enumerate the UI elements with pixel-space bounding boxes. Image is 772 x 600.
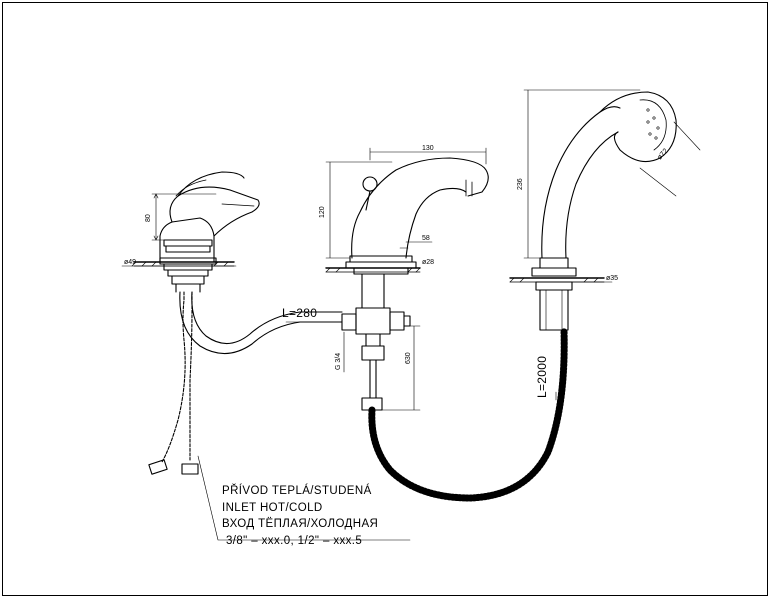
dim-spout-offset: 58	[422, 235, 430, 242]
counter-right	[509, 277, 605, 283]
note-line-czech: PŘÍVOD TEPLÁ/STUDENÁ	[222, 484, 372, 497]
supply-hoses	[148, 291, 199, 475]
shower-hose	[368, 326, 568, 502]
connecting-hose	[179, 291, 343, 355]
dim-spout-length: 130	[422, 145, 434, 152]
dim-shower-head-diameter: ø72	[656, 148, 669, 162]
dimension-lines	[121, 89, 701, 541]
note-line-russian: ВХОД ТЁПЛАЯ/ХОЛОДНАЯ	[222, 518, 378, 530]
dim-thread: G 3/4	[335, 353, 342, 370]
dim-mixer-diameter: ø49	[124, 259, 136, 266]
counter-center	[325, 267, 421, 273]
mixer-body	[159, 171, 260, 263]
note-line-sizes: 3/8" – xxx.0, 1/2" – xxx.5	[226, 535, 362, 547]
dim-mixer-height: 80	[145, 214, 152, 222]
dim-spout-height: 120	[319, 206, 326, 218]
shower-handset	[539, 91, 677, 269]
diverter-body	[341, 273, 411, 411]
note-line-english: INLET HOT/COLD	[222, 502, 323, 514]
dim-diverter-drop: 630	[405, 352, 412, 364]
dim-hose-length: L=280	[282, 306, 317, 320]
dim-shower-height: 236	[517, 178, 524, 190]
spout-base	[345, 255, 417, 275]
mixer-base-nuts	[159, 257, 217, 293]
dim-spout-diameter: ø28	[422, 259, 434, 266]
dim-shower-hose: L=2000	[535, 356, 549, 398]
spout-body	[351, 157, 489, 259]
dim-shower-diameter: ø35	[606, 275, 618, 282]
